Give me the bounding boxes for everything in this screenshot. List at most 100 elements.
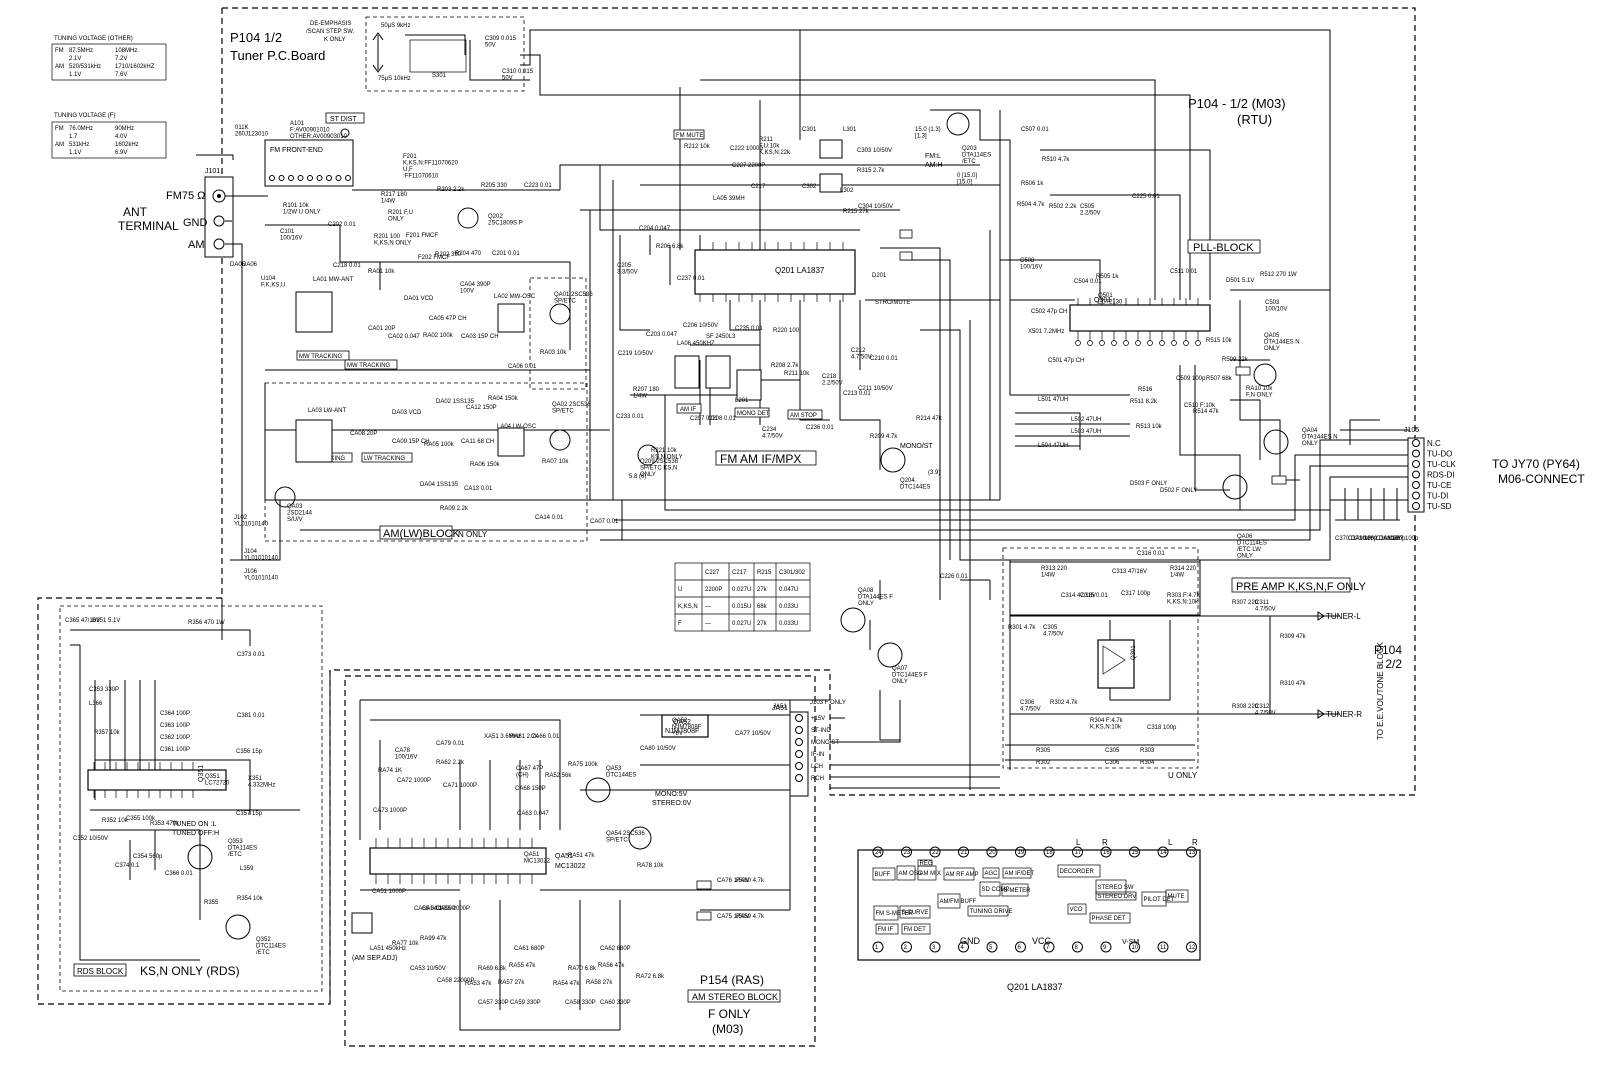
tuning-cell: 520/531kHz	[69, 64, 101, 70]
la1837-function-box	[1095, 891, 1137, 901]
component-label: C304 10/50V	[858, 204, 893, 210]
j105-pin-label: TU-CLK	[1427, 460, 1457, 469]
component-label: CA55 1000P	[436, 906, 470, 912]
component-label: R305	[1036, 748, 1051, 754]
tuning-cell: 7.6V	[115, 72, 127, 78]
cap-table-cell: 0.033U	[779, 604, 798, 610]
svg-text:Q301: Q301	[1131, 645, 1137, 660]
j105-pin-label: TU-CE	[1427, 481, 1451, 490]
tuner-r-label: TUNER-R	[1326, 710, 1362, 719]
la1837-pin-num: 16	[1103, 850, 1110, 856]
la1837-function-label: VCO	[1070, 907, 1083, 913]
component-label: CA02 0.047	[388, 334, 420, 340]
component-label: R302 4.7k	[1050, 700, 1078, 706]
front-end-pin	[278, 175, 285, 181]
component-label: F201 FMCF	[406, 233, 438, 239]
component-label: C222 1000p	[730, 146, 763, 152]
am-lw-note: N ONLY	[458, 530, 488, 539]
component-label: DA03 VCD	[392, 410, 422, 416]
component-label: LA51 450kHz	[370, 946, 406, 952]
component-label: C236 0.01	[806, 425, 834, 431]
la1837-pin-num: 8	[1075, 945, 1079, 951]
la1837-gnd: GND	[960, 936, 981, 946]
wiring	[70, 29, 1410, 1031]
la1837-function-label: AM OSC	[899, 871, 923, 877]
j101-label: J101	[205, 168, 220, 175]
component-label: C381 0.01	[237, 713, 265, 719]
component-label: DA02 1SS135	[436, 399, 475, 405]
svg-text:Q351: Q351	[198, 765, 205, 782]
component-label: RA53 47k	[465, 981, 492, 987]
component-label: C206 10/50V	[683, 323, 718, 329]
tuning-cell: 7.2V	[115, 56, 127, 62]
la1837-function-box	[901, 923, 931, 935]
la1837-pin	[872, 941, 884, 953]
la1837-function-box	[896, 865, 916, 881]
tuning-cell: AM	[55, 64, 64, 70]
la1837-lr: L	[1076, 838, 1081, 847]
component-label: R204 470	[455, 251, 482, 257]
la1837-pin	[929, 941, 941, 953]
am-label: AM	[188, 239, 205, 251]
component-label: LA02 MW-OSC	[494, 294, 536, 300]
la1837-pin-num: 1	[875, 945, 879, 951]
component-label: C367 100p	[1389, 536, 1419, 542]
la1837-pin-num: 13	[1189, 850, 1196, 856]
component-label: R515 10k	[1206, 338, 1233, 344]
ic-q301-opamp: Q301	[1097, 639, 1137, 689]
tuning-cell: AM	[55, 142, 64, 148]
tuning-cell: 108MHz	[115, 48, 137, 54]
svg-text:MONO:5V: MONO:5V	[655, 791, 688, 798]
component-label: C364 100P	[160, 711, 190, 717]
la1837-function-label: STEREO SW	[1098, 885, 1134, 891]
component-label: R506 1k	[1021, 181, 1044, 187]
component-label: R308 220	[1232, 704, 1259, 710]
svg-text:NJM7808F: NJM7808F	[665, 728, 699, 735]
rtu-subtitle: (RTU)	[1237, 112, 1272, 127]
front-end-pin	[307, 175, 313, 181]
la1837-function-box	[873, 905, 899, 921]
component-label: RA57 27k	[498, 980, 525, 986]
cap-table-cell: F	[678, 621, 682, 627]
front-end-pin	[326, 175, 332, 181]
component-label: C355 100k	[126, 816, 156, 822]
j105-pin-label: TU-SD	[1427, 502, 1452, 511]
component-label: R507 68k	[1206, 376, 1233, 382]
svg-text:FM:L: FM:L	[925, 153, 941, 160]
svg-text:QA52: QA52	[673, 719, 691, 726]
component-label: CA08 20P	[350, 431, 377, 437]
component-label: CA13 0.01	[464, 486, 493, 492]
component-label: C219 10/50V	[618, 351, 653, 357]
component-label: DA04 1SS135	[420, 482, 459, 488]
component-label: R353 470k	[150, 821, 180, 827]
la1837-function-box	[1089, 912, 1131, 924]
la1837-pin	[1157, 846, 1169, 858]
j105-pin-label: TU-DI	[1427, 492, 1448, 501]
ja51-pin-label: RCH	[811, 776, 824, 782]
ic-pll: Q301	[1069, 297, 1211, 346]
component-label: C316 0.01	[1137, 551, 1165, 557]
la1837-pin	[1043, 941, 1055, 953]
component-label: R303	[1140, 748, 1155, 754]
la1837-function-label: STEREO DRV	[1098, 894, 1137, 900]
svg-text:TUNED ON :L: TUNED ON :L	[172, 821, 216, 828]
component-label: CA01 20P	[368, 326, 395, 332]
j105-pin	[1412, 460, 1420, 468]
la1837-pin	[901, 941, 912, 953]
component-label: R505 1k	[1096, 274, 1119, 280]
component-label: (3.9)	[928, 470, 940, 476]
